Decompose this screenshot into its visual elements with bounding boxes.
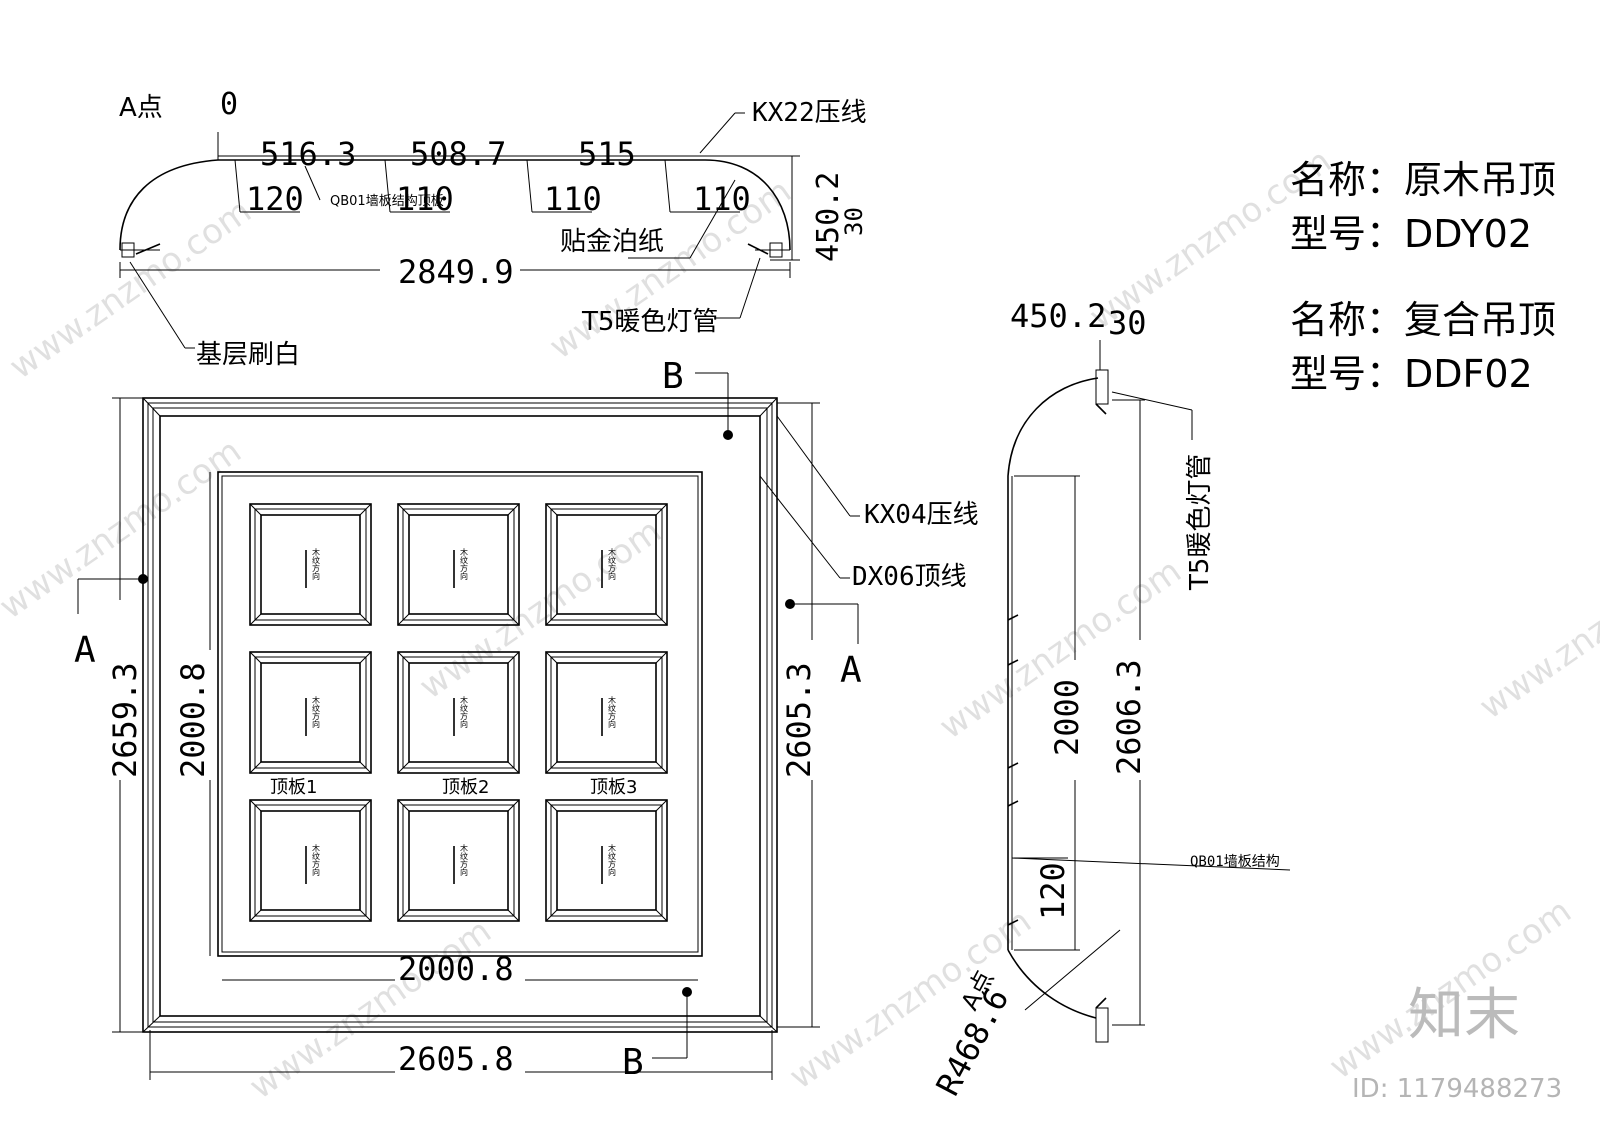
grain-direction-text: 木纹方向 [460, 843, 469, 876]
watermark-layer: www.znzmo.com www.znzmo.com www.znzmo.co… [0, 141, 1600, 1107]
side-dim-2000: 2000 [1048, 679, 1086, 756]
watermark-logo: 知末 [1408, 983, 1520, 1048]
side-section-drawing [1007, 340, 1291, 1043]
dim-plan-left: 2659.3 [106, 662, 144, 778]
side-dim-30: 30 [1108, 304, 1147, 342]
dim-110b: 110 [544, 180, 602, 218]
dim-110a: 110 [396, 180, 454, 218]
name-2: 名称：复合吊顶 [1290, 298, 1556, 342]
grain-direction-text: 木纹方向 [312, 547, 321, 580]
dim-plan-bottom: 2605.8 [398, 1040, 514, 1078]
gold-foil-label: 贴金泊纸 [560, 227, 664, 257]
dim-120: 120 [246, 180, 304, 218]
grain-direction-text: 木纹方向 [312, 695, 321, 728]
section-b-bottom: B [622, 1042, 644, 1083]
dim-seg1: 516.3 [260, 135, 356, 173]
grain-direction-text: 木纹方向 [608, 695, 617, 728]
dim-plan-right: 2605.3 [780, 662, 818, 778]
dim-110c: 110 [693, 180, 751, 218]
section-b-top: B [662, 356, 684, 397]
plan-view-labels: B B A A KX04压线 DX06顶线 2659.3 2000.8 2605… [74, 356, 979, 1083]
panel-1-label: 顶板1 [270, 777, 317, 798]
dim-seg2: 508.7 [410, 135, 506, 173]
kx04-label: KX04压线 [864, 500, 979, 530]
model-2: 型号：DDF02 [1290, 352, 1533, 396]
watermark-id: ID: 1179488273 [1352, 1074, 1562, 1104]
top-section-drawing [119, 112, 800, 349]
side-dim-450: 450.2 [1010, 297, 1106, 335]
dim-plan-inner-bottom: 2000.8 [398, 950, 514, 988]
dim-height-partial: 30 [840, 207, 868, 236]
model-1: 型号：DDY02 [1290, 212, 1532, 256]
dx06-label: DX06顶线 [852, 562, 967, 592]
panel-2-label: 顶板2 [442, 777, 489, 798]
grain-direction-text: 木纹方向 [608, 843, 617, 876]
info-block: 名称：原木吊顶 型号：DDY02 名称：复合吊顶 型号：DDF02 [1290, 158, 1556, 396]
watermark-text: www.znzmo.com [0, 431, 249, 627]
section-a-right: A [840, 650, 862, 691]
watermark-text: www.znzmo.com [1472, 531, 1600, 727]
section-a-left: A [74, 630, 96, 671]
dim-height: 450.2 [811, 172, 846, 262]
watermark-text: www.znzmo.com [412, 511, 668, 707]
grain-direction-text: 木纹方向 [460, 547, 469, 580]
point-a-label: A点 [119, 93, 163, 123]
base-paint-label: 基层刷白 [196, 340, 300, 370]
side-dim-120: 120 [1034, 862, 1072, 920]
name-1: 名称：原木吊顶 [1290, 158, 1556, 202]
dim-seg3: 515 [578, 135, 636, 173]
dim-plan-inner-left: 2000.8 [174, 662, 212, 778]
grain-direction-text: 木纹方向 [608, 547, 617, 580]
dim-total: 2849.9 [398, 253, 514, 291]
t5-lamp-label: T5暖色灯管 [581, 307, 718, 337]
qb01-top-label: QB01墙板结构顶板 [330, 194, 444, 209]
grain-direction-text: 木纹方向 [312, 843, 321, 876]
top-section-labels: A点 0 KX22压线 516.3 508.7 515 120 110 110 … [119, 87, 868, 370]
coffer-grid: 木纹方向 木纹方向 木纹方向 木纹方向 木纹方向 木纹方向 木纹方向 木纹方向 … [249, 503, 668, 922]
kx22-label: KX22压线 [752, 98, 867, 128]
side-t5-label: T5暖色灯管 [1185, 454, 1215, 591]
grain-direction-text: 木纹方向 [460, 695, 469, 728]
plan-view-drawing: 木纹方向 木纹方向 木纹方向 木纹方向 木纹方向 木纹方向 木纹方向 木纹方向 … [77, 372, 860, 1080]
side-dim-2606: 2606.3 [1110, 659, 1148, 775]
zero-label: 0 [220, 87, 238, 122]
panel-3-label: 顶板3 [590, 777, 637, 798]
side-qb01-label: QB01墙板结构 [1190, 854, 1280, 870]
